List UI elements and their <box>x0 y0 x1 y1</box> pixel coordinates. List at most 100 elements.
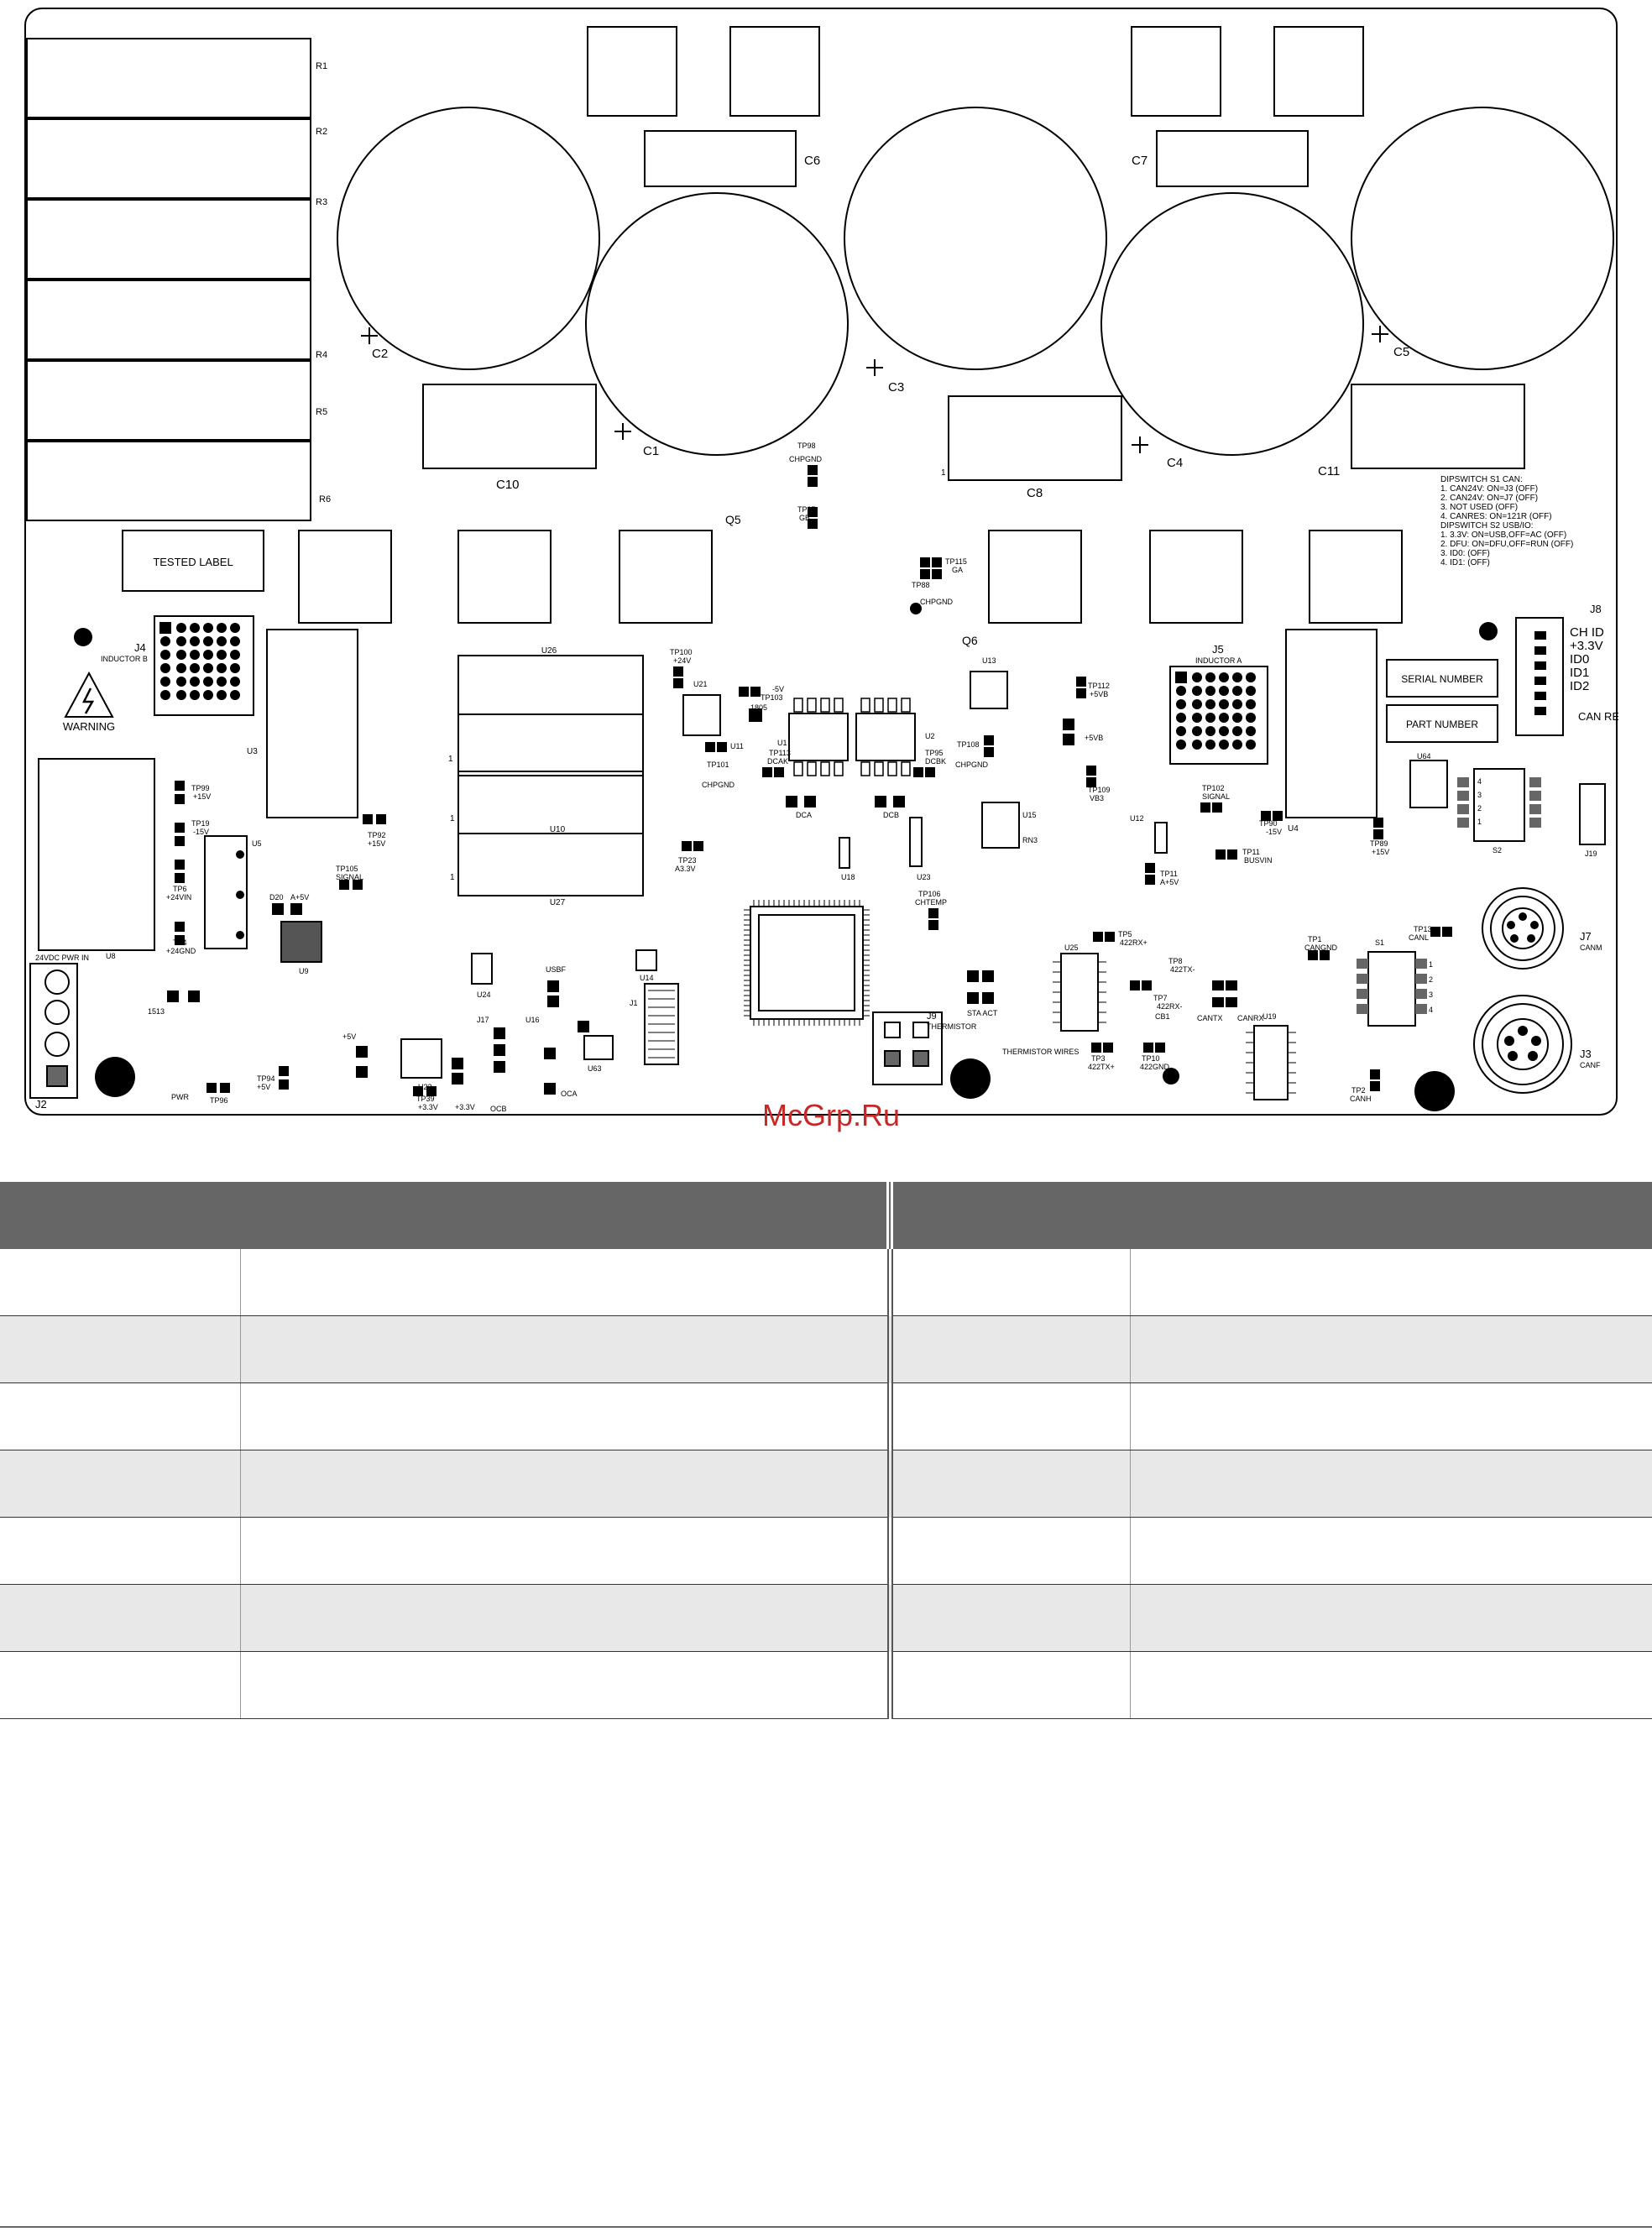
label-33v-a: +3.3V <box>418 1103 438 1111</box>
svg-text:TP89: TP89 <box>1370 839 1388 848</box>
table-cell <box>240 1382 893 1450</box>
inductor-b-pins <box>159 622 240 700</box>
label-j7: J7 <box>1580 930 1592 943</box>
svg-text:DCA: DCA <box>796 811 812 819</box>
svg-text:DCBK: DCBK <box>925 757 946 766</box>
svg-text:TP1: TP1 <box>1308 935 1322 943</box>
label-c6: C6 <box>804 154 820 168</box>
svg-text:CAN RES: CAN RES <box>1578 710 1618 723</box>
label-c3: C3 <box>888 380 904 395</box>
svg-text:TP97: TP97 <box>797 505 816 514</box>
label-r1: R1 <box>316 61 327 71</box>
tested-label: TESTED LABEL <box>153 556 233 568</box>
table-cell <box>240 1584 893 1652</box>
svg-text:4. CANRES: ON=121R (OFF): 4. CANRES: ON=121R (OFF) <box>1440 512 1552 521</box>
label-u16: U16 <box>525 1016 540 1024</box>
svg-text:TP23: TP23 <box>678 856 697 865</box>
label-j2: J2 <box>35 1098 47 1111</box>
warning-label: WARNING <box>63 720 115 733</box>
svg-text:2. CAN24V: ON=J7 (OFF): 2. CAN24V: ON=J7 (OFF) <box>1440 494 1538 503</box>
table-cell <box>0 1584 241 1652</box>
part-number-label: PART NUMBER <box>1406 719 1478 730</box>
label-c5: C5 <box>1393 345 1409 359</box>
table-cell <box>890 1382 1131 1450</box>
label-usbf: USBF <box>546 965 567 974</box>
svg-text:GB: GB <box>799 514 810 522</box>
label-r5: R5 <box>316 407 327 417</box>
label-u27-pin1: 1 <box>450 873 455 882</box>
svg-text:3. NOT USED (OFF): 3. NOT USED (OFF) <box>1440 503 1518 512</box>
watermark: McGrp.Ru <box>761 1098 901 1132</box>
svg-text:TP11: TP11 <box>1242 848 1260 856</box>
svg-text:CANTX: CANTX <box>1197 1014 1223 1022</box>
label-u26: U26 <box>541 646 557 656</box>
label-c8: C8 <box>1027 486 1043 500</box>
label-j1: J1 <box>630 999 638 1007</box>
label-u25: U25 <box>1064 943 1079 952</box>
pcb-assembly-diagram: R1 R2 R3 R4 R5 R6 C6 C7 C10 C8 1 C11 C2 … <box>24 8 1618 1116</box>
label-q6: Q6 <box>962 634 978 647</box>
label-j17: J17 <box>477 1016 489 1024</box>
svg-text:TP90: TP90 <box>1259 819 1278 828</box>
table-header-right <box>890 1182 1652 1249</box>
label-u21: U21 <box>693 680 708 688</box>
table-cell <box>0 1382 241 1450</box>
svg-text:2. DFU: ON=DFU,OFF=RUN (OFF): 2. DFU: ON=DFU,OFF=RUN (OFF) <box>1440 540 1573 549</box>
table-cell <box>0 1517 241 1585</box>
table-cell <box>240 1249 893 1316</box>
label-u8: U8 <box>106 952 116 960</box>
label-s2: S2 <box>1493 846 1502 855</box>
label-c2: C2 <box>372 347 388 361</box>
label-thermistor: THERMISTOR <box>927 1022 977 1031</box>
svg-text:4: 4 <box>1429 1006 1433 1014</box>
svg-text:422TX-: 422TX- <box>1170 965 1195 974</box>
svg-text:TP112: TP112 <box>1088 682 1110 690</box>
inductor-a-pins <box>1175 672 1256 750</box>
label-c8-pin1: 1 <box>941 468 946 478</box>
label-u18: U18 <box>841 873 855 881</box>
label-s1: S1 <box>1375 938 1384 947</box>
board-outline <box>24 8 1618 1116</box>
label-inductor-b: INDUCTOR B <box>101 655 148 663</box>
label-pwr: PWR <box>171 1093 189 1101</box>
svg-text:TP13: TP13 <box>1414 925 1432 933</box>
label-u10: U10 <box>550 825 566 834</box>
svg-text:+24V: +24V <box>673 656 691 665</box>
label-33v-b: +3.3V <box>455 1103 475 1111</box>
label-u9: U9 <box>299 967 309 975</box>
label-u15: U15 <box>1022 811 1037 819</box>
svg-text:U11: U11 <box>730 742 744 750</box>
table-row <box>0 1651 1652 1719</box>
label-sta-act: STA ACT <box>967 1009 998 1017</box>
table-cell <box>1130 1651 1652 1719</box>
svg-text:+24GND: +24GND <box>166 947 196 955</box>
table-cell <box>1130 1249 1652 1316</box>
label-j8: J8 <box>1590 603 1602 615</box>
svg-text:-15V: -15V <box>193 828 209 836</box>
label-u4: U4 <box>1288 824 1299 834</box>
svg-text:+15V: +15V <box>193 792 211 801</box>
table-cell <box>1130 1517 1652 1585</box>
svg-text:DCAK: DCAK <box>767 757 788 766</box>
label-u12: U12 <box>1130 814 1144 823</box>
svg-text:CH ID: CH ID <box>1570 625 1604 640</box>
svg-text:TP100: TP100 <box>670 648 693 656</box>
label-r2: R2 <box>316 127 327 137</box>
svg-text:TP95: TP95 <box>925 749 944 757</box>
label-u2: U2 <box>925 732 935 740</box>
label-u23: U23 <box>917 873 931 881</box>
svg-text:422TX+: 422TX+ <box>1088 1063 1115 1071</box>
svg-text:+5V: +5V <box>257 1083 270 1091</box>
svg-text:2: 2 <box>1477 804 1482 813</box>
svg-text:1. CAN24V: ON=J3 (OFF): 1. CAN24V: ON=J3 (OFF) <box>1440 484 1538 494</box>
svg-text:1513: 1513 <box>148 1007 165 1016</box>
svg-text:TP6: TP6 <box>173 885 187 893</box>
resistor-bank: R1 R2 R3 R4 R5 R6 <box>26 38 331 521</box>
svg-text:422RX-: 422RX- <box>1157 1002 1183 1011</box>
svg-text:VB3: VB3 <box>1090 794 1104 802</box>
label-u63: U63 <box>588 1064 602 1073</box>
svg-text:DIPSWITCH S2 USB/IO:: DIPSWITCH S2 USB/IO: <box>1440 521 1534 531</box>
table-cell <box>240 1651 893 1719</box>
j2-pins <box>44 970 70 1087</box>
svg-text:CHPGND: CHPGND <box>702 781 735 789</box>
